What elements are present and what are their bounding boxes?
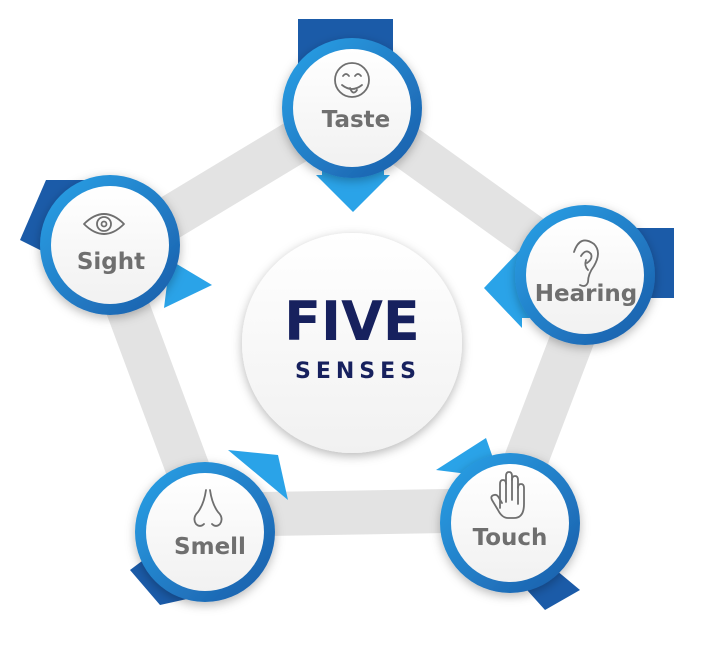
smiley-tongue-icon [334,62,370,98]
center-circle: FIVE SENSES [242,233,462,453]
hand-icon [490,471,525,519]
center-subtitle: SENSES [295,359,421,384]
sense-label-hearing: Hearing [535,281,637,307]
sense-label-touch: Touch [473,525,548,551]
eye-icon [83,213,125,235]
sense-label-taste: Taste [322,107,391,133]
sense-label-sight: Sight [77,249,145,275]
sense-node-smell: Smell [135,462,275,602]
sense-node-touch: Touch [440,453,580,593]
sense-node-sight: Sight [40,175,180,315]
ear-icon [573,239,599,287]
sense-node-taste: Taste [282,38,422,178]
sense-node-hearing: Hearing [515,205,655,345]
center-title: FIVE [284,290,420,353]
sense-label-smell: Smell [174,534,246,560]
nose-icon [193,489,223,527]
